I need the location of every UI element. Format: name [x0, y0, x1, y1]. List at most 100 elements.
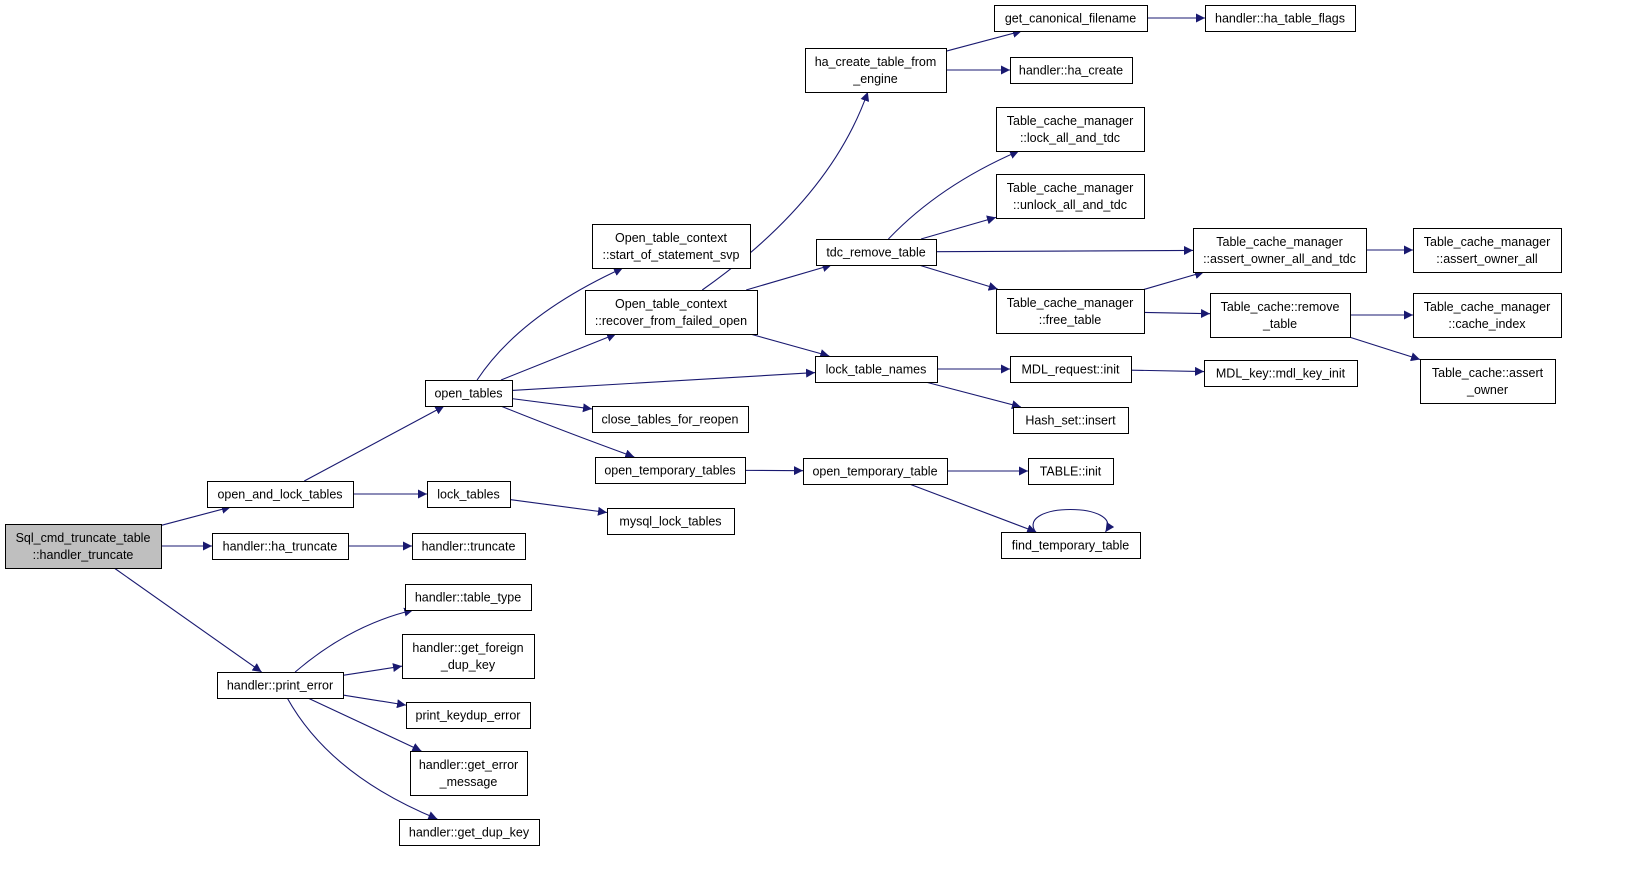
node-mdl-key-mdl-key-init[interactable]: MDL_key::mdl_key_init: [1204, 360, 1358, 387]
node-tcm-free-table[interactable]: Table_cache_manager::free_table: [996, 289, 1145, 334]
node-label: ::handler_truncate: [33, 548, 134, 562]
node-hash-set-insert[interactable]: Hash_set::insert: [1013, 407, 1129, 434]
node-tcm-lock-all-and-tdc[interactable]: Table_cache_manager::lock_all_and_tdc: [996, 107, 1145, 152]
node-handler-print-error[interactable]: handler::print_error: [217, 672, 344, 699]
node-close-tables-for-reopen[interactable]: close_tables_for_reopen: [592, 406, 749, 433]
edge-tdc-remove-table-to-tcm-assert-owner-all-and-tdc: [935, 245, 1194, 255]
node-ha-create-table-from-engine[interactable]: ha_create_table_from_engine: [805, 48, 947, 93]
node-otc-recover-from-failed-open[interactable]: Open_table_context::recover_from_failed_…: [585, 290, 758, 335]
node-box: [207, 481, 354, 508]
node-label: ::recover_from_failed_open: [595, 314, 747, 328]
node-label: handler::get_foreign: [412, 641, 523, 655]
node-box: [1420, 359, 1556, 404]
node-handler-truncate[interactable]: handler::truncate: [412, 533, 526, 560]
node-label: Hash_set::insert: [1025, 414, 1116, 428]
node-label: ::assert_owner_all_and_tdc: [1203, 252, 1356, 266]
node-table-cache-assert-owner[interactable]: Table_cache::assert_owner: [1420, 359, 1556, 404]
node-box: [585, 290, 758, 335]
node-box: [1001, 532, 1141, 559]
edge-table-cache-remove-table-to-table-cache-assert-owner: [1349, 336, 1421, 362]
node-label: ::lock_all_and_tdc: [1020, 131, 1120, 145]
node-box: [399, 819, 540, 846]
node-box: [410, 751, 528, 796]
node-handler-ha-truncate[interactable]: handler::ha_truncate: [212, 533, 349, 560]
node-handler-ha-table-flags[interactable]: handler::ha_table_flags: [1205, 5, 1356, 32]
node-handler-get-error-message[interactable]: handler::get_error_message: [410, 751, 528, 796]
edge-handler-print-error-to-handler-get-dup-key: [286, 697, 438, 820]
node-tcm-cache-index[interactable]: Table_cache_manager::cache_index: [1413, 293, 1562, 338]
edge-root-to-handler-print-error: [113, 567, 262, 673]
node-handler-get-foreign-dup-key[interactable]: handler::get_foreign_dup_key: [402, 634, 535, 679]
edge-open-and-lock-tables-to-open-tables: [304, 405, 445, 482]
node-table-cache-remove-table[interactable]: Table_cache::remove_table: [1210, 293, 1351, 338]
node-label: _engine: [852, 72, 898, 86]
node-root[interactable]: Sql_cmd_truncate_table::handler_truncate: [5, 524, 162, 569]
node-box: [1210, 293, 1351, 338]
node-lock-tables[interactable]: lock_tables: [427, 481, 511, 508]
node-handler-get-dup-key[interactable]: handler::get_dup_key: [399, 819, 540, 846]
node-label: get_canonical_filename: [1005, 12, 1136, 26]
node-box: [592, 406, 749, 433]
node-mdl-request-init[interactable]: MDL_request::init: [1010, 356, 1132, 383]
edge-otc-recover-from-failed-open-to-lock-table-names: [749, 333, 830, 358]
edge-handler-print-error-to-handler-table-type: [294, 607, 414, 673]
node-label: Open_table_context: [615, 231, 727, 245]
edge-open-temporary-table-to-find-temporary-table: [909, 483, 1037, 534]
edges-layer: [113, 13, 1421, 820]
node-label: open_and_lock_tables: [217, 488, 342, 502]
edge-lock-tables-to-mysql-lock-tables: [509, 499, 608, 516]
edge-tcm-free-table-to-table-cache-remove-table: [1143, 308, 1211, 318]
edge-ha-create-table-from-engine-to-get-canonical-filename: [945, 28, 1022, 52]
node-label: lock_table_names: [826, 363, 927, 377]
node-open-temporary-table[interactable]: open_temporary_table: [803, 458, 948, 485]
node-label: open_tables: [434, 387, 502, 401]
node-label: open_temporary_tables: [604, 464, 735, 478]
node-box: [592, 224, 751, 269]
node-tcm-assert-owner-all-and-tdc[interactable]: Table_cache_manager::assert_owner_all_an…: [1193, 228, 1367, 273]
edge-mdl-request-init-to-mdl-key-mdl-key-init: [1130, 366, 1205, 376]
node-box: [1013, 407, 1129, 434]
edge-open-tables-to-open-temporary-tables: [500, 405, 635, 459]
node-label: Open_table_context: [615, 297, 727, 311]
node-get-canonical-filename[interactable]: get_canonical_filename: [994, 5, 1148, 32]
node-print-keydup-error[interactable]: print_keydup_error: [406, 702, 531, 729]
node-label: close_tables_for_reopen: [602, 413, 739, 427]
node-label: handler::get_dup_key: [409, 826, 530, 840]
node-box: [595, 457, 746, 484]
node-tcm-assert-owner-all[interactable]: Table_cache_manager::assert_owner_all: [1413, 228, 1562, 273]
node-label: Table_cache_manager: [1424, 235, 1550, 249]
edge-open-tables-to-close-tables-for-reopen: [511, 398, 593, 413]
edge-root-to-open-and-lock-tables: [160, 504, 231, 526]
node-label: open_temporary_table: [812, 465, 937, 479]
node-label: Table_cache_manager: [1007, 114, 1133, 128]
node-box: [816, 239, 937, 266]
node-handler-ha-create[interactable]: handler::ha_create: [1010, 57, 1133, 84]
node-label: _table: [1262, 317, 1297, 331]
edge-tdc-remove-table-to-tcm-unlock-all-and-tdc: [920, 215, 997, 240]
node-label: _owner: [1466, 383, 1508, 397]
node-handler-table-type[interactable]: handler::table_type: [405, 584, 532, 611]
edge-handler-print-error-to-print-keydup-error: [342, 694, 407, 709]
node-open-tables[interactable]: open_tables: [425, 380, 513, 407]
node-box: [1413, 293, 1562, 338]
edge-tcm-free-table-to-tcm-assert-owner-all-and-tdc: [1143, 270, 1205, 290]
node-open-temporary-tables[interactable]: open_temporary_tables: [595, 457, 746, 484]
node-label: Table_cache_manager: [1424, 300, 1550, 314]
node-otc-start-of-statement-svp[interactable]: Open_table_context::start_of_statement_s…: [592, 224, 751, 269]
node-label: lock_tables: [437, 488, 500, 502]
node-box: [1010, 356, 1132, 383]
edge-lock-table-names-to-hash-set-insert: [925, 381, 1022, 410]
node-box: [5, 524, 162, 569]
node-box: [1028, 458, 1114, 485]
node-label: Sql_cmd_truncate_table: [16, 531, 151, 545]
node-find-temporary-table[interactable]: find_temporary_table: [1001, 532, 1141, 559]
node-table-init[interactable]: TABLE::init: [1028, 458, 1114, 485]
node-label: ::cache_index: [1448, 317, 1526, 331]
node-tcm-unlock-all-and-tdc[interactable]: Table_cache_manager::unlock_all_and_tdc: [996, 174, 1145, 219]
node-lock-table-names[interactable]: lock_table_names: [815, 356, 938, 383]
node-open-and-lock-tables[interactable]: open_and_lock_tables: [207, 481, 354, 508]
node-box: [1204, 360, 1358, 387]
node-mysql-lock-tables[interactable]: mysql_lock_tables: [607, 508, 735, 535]
node-tdc-remove-table[interactable]: tdc_remove_table: [816, 239, 937, 266]
node-label: handler::ha_create: [1019, 64, 1123, 78]
